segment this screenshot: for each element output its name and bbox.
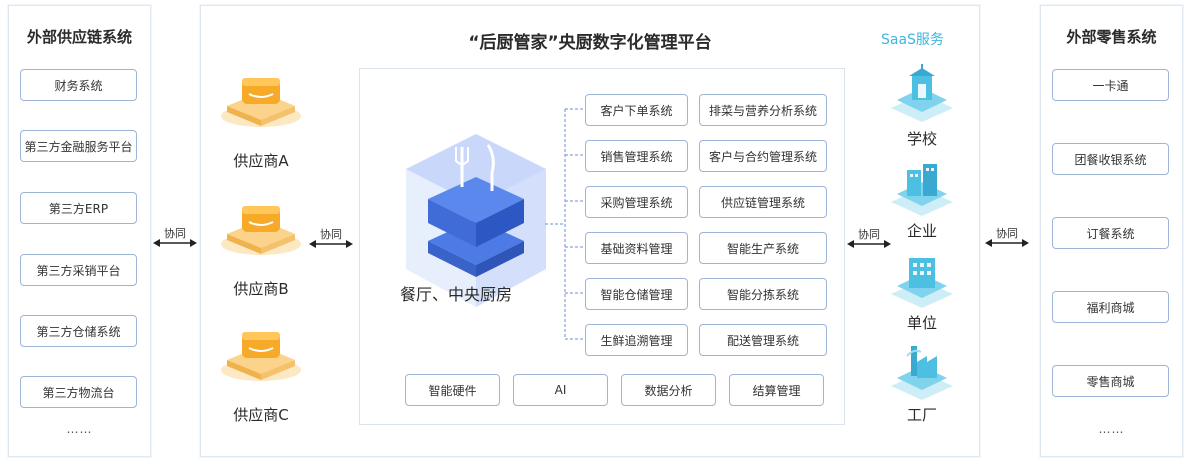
left-item-warehouse[interactable]: 第三方仓储系统 <box>20 315 137 347</box>
module-smart-production[interactable]: 智能生产系统 <box>699 232 827 264</box>
sync-label: 协同 <box>996 227 1018 240</box>
module-smart-sorting[interactable]: 智能分拣系统 <box>699 278 827 310</box>
left-item-finance[interactable]: 财务系统 <box>20 69 137 101</box>
double-arrow-icon <box>985 239 1029 247</box>
module-fresh-trace[interactable]: 生鲜追溯管理 <box>585 324 688 356</box>
double-arrow-icon <box>847 240 891 248</box>
module-supply-chain[interactable]: 供应链管理系统 <box>699 186 827 218</box>
left-item-procurement[interactable]: 第三方采销平台 <box>20 254 137 286</box>
sync-label: 协同 <box>320 228 342 241</box>
right-item-one-card[interactable]: 一卡通 <box>1052 69 1169 101</box>
platform-panel: “后厨管家”央厨数字化管理平台 SaaS服务 供应商A 供应商B 供应商C 协同 <box>200 5 980 457</box>
double-arrow-icon <box>309 240 353 248</box>
module-delivery[interactable]: 配送管理系统 <box>699 324 827 356</box>
customer-unit-label: 单位 <box>906 314 937 332</box>
customer-school-label: 学校 <box>906 130 937 148</box>
module-ai[interactable]: AI <box>513 374 608 406</box>
module-connector-lines <box>545 108 585 340</box>
right-ellipsis: …… <box>1098 422 1125 436</box>
left-item-erp[interactable]: 第三方ERP <box>20 192 137 224</box>
external-supply-chain-title: 外部供应链系统 <box>26 28 132 46</box>
supplier-box-icon <box>221 332 301 381</box>
module-smart-warehouse[interactable]: 智能仓储管理 <box>585 278 688 310</box>
supplier-b-label: 供应商B <box>233 280 289 298</box>
factory-icon <box>891 346 953 400</box>
kitchen-system-box: 餐厅、中央厨房 客户下单系统 销售管理系统 采购管理系统 基础资料管理 智能仓储… <box>359 68 845 425</box>
supplier-box-icon <box>221 206 301 255</box>
kitchen-cube-icon <box>406 134 546 307</box>
right-item-retail-mall[interactable]: 零售商城 <box>1052 365 1169 397</box>
double-arrow-icon <box>153 239 197 247</box>
external-supply-chain-panel: 外部供应链系统 财务系统 第三方金融服务平台 第三方ERP 第三方采销平台 第三… <box>8 5 151 457</box>
sync-arrow-right-outer: 协同 <box>985 225 1029 249</box>
left-item-finance-service[interactable]: 第三方金融服务平台 <box>20 130 137 162</box>
module-customer-contract[interactable]: 客户与合约管理系统 <box>699 140 827 172</box>
right-item-group-cashier[interactable]: 团餐收银系统 <box>1052 143 1169 175</box>
module-menu-nutrition[interactable]: 排菜与营养分析系统 <box>699 94 827 126</box>
right-item-meal-order[interactable]: 订餐系统 <box>1052 217 1169 249</box>
customer-factory-label: 工厂 <box>906 406 937 424</box>
left-ellipsis: …… <box>66 422 93 436</box>
module-customer-order[interactable]: 客户下单系统 <box>585 94 688 126</box>
external-retail-panel: 外部零售系统 一卡通 团餐收银系统 订餐系统 福利商城 零售商城 …… <box>1040 5 1183 457</box>
right-item-welfare-mall[interactable]: 福利商城 <box>1052 291 1169 323</box>
sync-label: 协同 <box>164 227 186 240</box>
saas-label: SaaS服务 <box>881 32 944 48</box>
sync-arrow-supplier: 协同 <box>309 226 353 250</box>
module-sales[interactable]: 销售管理系统 <box>585 140 688 172</box>
sync-label: 协同 <box>858 228 880 241</box>
module-base-data[interactable]: 基础资料管理 <box>585 232 688 264</box>
supplier-box-icon <box>221 78 301 127</box>
supplier-a-label: 供应商A <box>233 152 289 170</box>
customer-enterprise-label: 企业 <box>906 222 937 240</box>
enterprise-icon <box>891 164 953 216</box>
module-settlement[interactable]: 结算管理 <box>729 374 824 406</box>
module-smart-hardware[interactable]: 智能硬件 <box>405 374 500 406</box>
supplier-c-label: 供应商C <box>233 406 289 424</box>
school-icon <box>891 64 953 122</box>
module-data-analysis[interactable]: 数据分析 <box>621 374 716 406</box>
kitchen-label: 餐厅、中央厨房 <box>399 285 512 304</box>
module-purchase[interactable]: 采购管理系统 <box>585 186 688 218</box>
sync-arrow-customer: 协同 <box>847 226 891 250</box>
platform-title: “后厨管家”央厨数字化管理平台 <box>468 33 712 53</box>
sync-arrow-left-outer: 协同 <box>153 225 197 249</box>
external-retail-title: 外部零售系统 <box>1066 28 1157 46</box>
organization-icon <box>891 258 953 308</box>
left-item-logistics[interactable]: 第三方物流台 <box>20 376 137 408</box>
